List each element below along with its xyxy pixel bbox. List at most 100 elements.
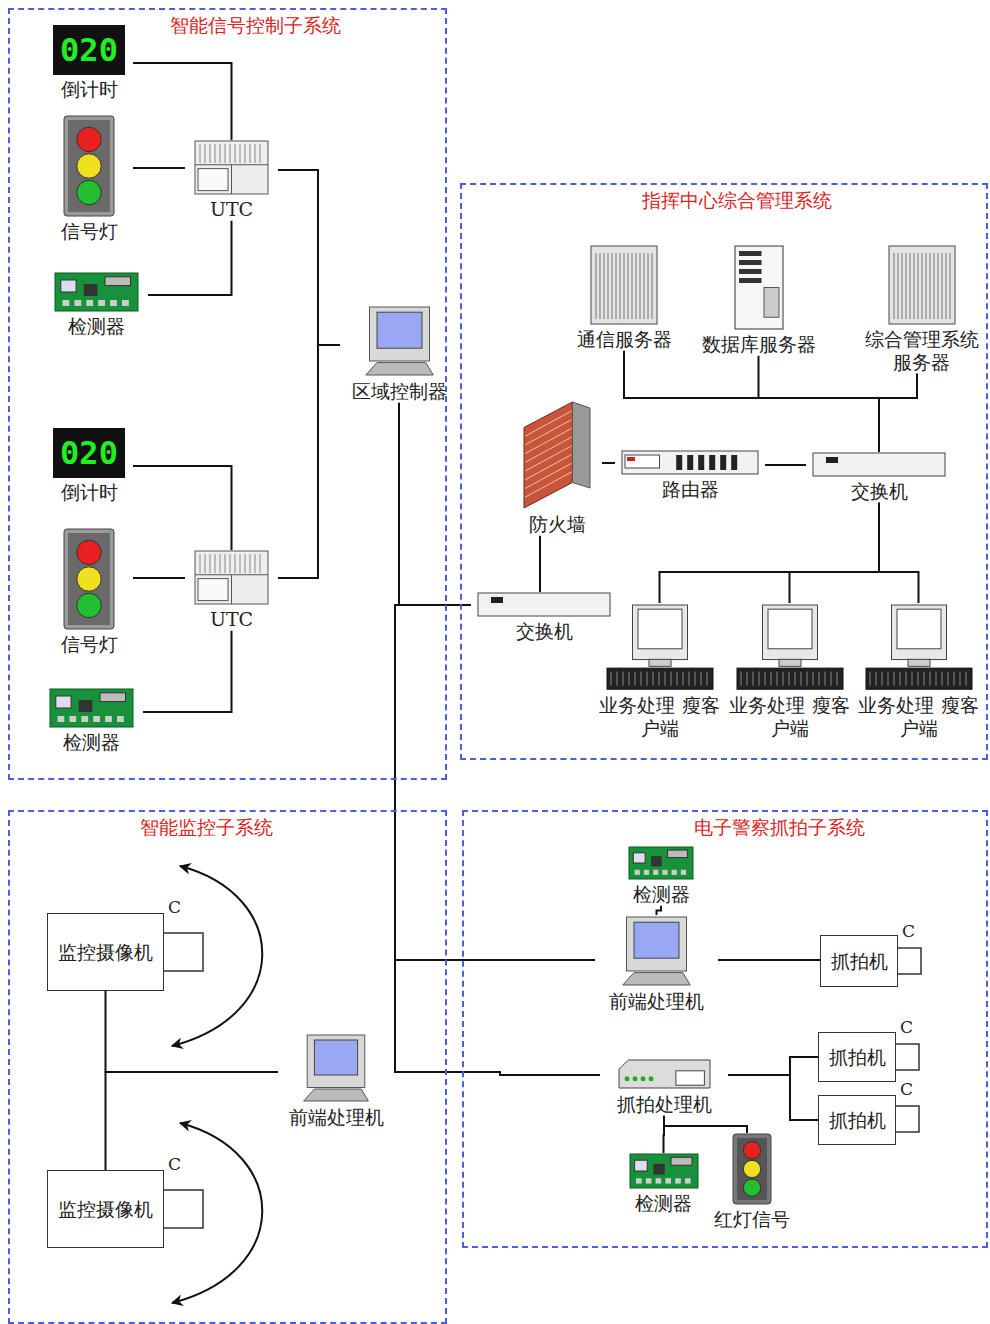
device-node: 数据库服务器 <box>692 245 825 356</box>
traffic-light-icon <box>63 528 115 630</box>
device-node: 检测器 <box>40 688 143 754</box>
device-node: 区域控制器 <box>340 305 458 403</box>
device-label: UTC <box>185 198 278 221</box>
connector <box>660 503 880 603</box>
device-node: 前端处理机 <box>595 915 718 1013</box>
device-label: 前端处理机 <box>595 990 718 1013</box>
device-node: 020 倒计时 <box>45 25 133 101</box>
device-node: 综合管理系统 服务器 <box>855 245 988 374</box>
connector <box>765 464 806 466</box>
device-node: 信号灯 <box>45 528 133 656</box>
capture-processor-icon <box>617 1058 712 1090</box>
device-label: 通信服务器 <box>565 328 683 351</box>
device-label: 检测器 <box>612 883 710 906</box>
device-label: 检测器 <box>45 315 148 338</box>
device-icon <box>629 1153 699 1189</box>
connector <box>106 1072 279 1170</box>
countdown-display: 020 <box>53 25 125 75</box>
group-title: 电子警察抓拍子系统 <box>694 816 865 839</box>
camera-box: 监控摄像机 <box>47 1170 164 1248</box>
device-label: 交换机 <box>806 480 952 503</box>
device-icon <box>734 245 784 330</box>
device-icon <box>54 272 139 312</box>
device-node: 检测器 <box>612 1153 715 1215</box>
utc-icon <box>194 550 269 605</box>
device-icon <box>362 305 437 377</box>
device-icon <box>590 245 658 325</box>
device-node: 业务处理 瘦客户端 <box>857 603 980 740</box>
device-label: 数据库服务器 <box>692 333 825 356</box>
device-node: 交换机 <box>806 452 952 503</box>
device-label: 信号灯 <box>45 633 133 656</box>
switch-icon <box>477 592 611 617</box>
thin-client-icon <box>605 603 715 691</box>
device-label: 防火墙 <box>512 513 602 536</box>
connector <box>539 536 541 592</box>
sweep-arc <box>172 866 262 1303</box>
device-icon <box>63 528 115 630</box>
device-node: 检测器 <box>612 846 710 906</box>
connector <box>278 170 340 345</box>
device-icon <box>812 452 946 477</box>
thin-client-icon <box>735 603 845 691</box>
device-icon <box>63 115 115 217</box>
camera-tag: C <box>168 898 181 917</box>
device-icon <box>617 1058 712 1090</box>
device-label: 路由器 <box>615 478 765 501</box>
device-node: 020 倒计时 <box>45 428 133 504</box>
camera-tag: C <box>900 1080 913 1099</box>
device-label: 业务处理 瘦客户端 <box>857 694 980 740</box>
computer-icon <box>362 305 437 377</box>
detector-icon <box>54 272 139 312</box>
device-node: 防火墙 <box>512 400 602 536</box>
device-node: UTC <box>185 140 278 221</box>
red-light-icon <box>732 1133 772 1205</box>
device-node: 信号灯 <box>45 115 133 243</box>
database-server-icon <box>734 245 784 330</box>
camera-box: 抓拍机 <box>818 1095 896 1145</box>
device-icon <box>605 603 715 691</box>
connector <box>728 1075 818 1120</box>
device-node: 前端处理机 <box>278 1033 394 1129</box>
connector <box>148 221 232 295</box>
connector <box>718 959 820 961</box>
connector <box>624 351 879 452</box>
camera-tag: C <box>900 1018 913 1037</box>
device-icon <box>194 140 269 195</box>
detector-icon <box>49 688 134 728</box>
device-node: 检测器 <box>45 272 148 338</box>
device-icon <box>732 1133 772 1205</box>
device-label: 抓拍机 <box>831 950 888 973</box>
connector <box>133 466 232 550</box>
device-icon <box>621 450 759 475</box>
device-label: 监控摄像机 <box>58 1198 153 1221</box>
connector <box>879 503 919 603</box>
detector-icon <box>628 846 694 880</box>
device-label: 倒计时 <box>45 481 133 504</box>
device-icon <box>864 603 974 691</box>
device-node: 路由器 <box>615 450 765 501</box>
device-label: 交换机 <box>471 620 617 643</box>
camera-lens <box>163 933 921 1228</box>
device-label: 业务处理 瘦客户端 <box>598 694 721 740</box>
detector-icon <box>629 1153 699 1189</box>
camera-box: 监控摄像机 <box>47 913 164 991</box>
device-label: 业务处理 瘦客户端 <box>728 694 851 740</box>
utc-icon <box>194 140 269 195</box>
device-label: 抓拍处理机 <box>600 1093 728 1116</box>
device-label: 红灯信号 <box>700 1208 803 1231</box>
device-label: 区域控制器 <box>340 380 458 403</box>
device-label: 倒计时 <box>45 78 133 101</box>
subsystem-group: 智能监控子系统监控摄像机前端处理机监控摄像机 <box>8 810 447 1324</box>
firewall-icon <box>522 400 592 510</box>
countdown-digits: 020 <box>60 437 118 469</box>
group-title: 智能监控子系统 <box>140 816 273 839</box>
group-title: 智能信号控制子系统 <box>170 14 341 37</box>
thin-client-icon <box>864 603 974 691</box>
connector <box>657 906 662 915</box>
device-icon <box>300 1033 372 1103</box>
device-node: 抓拍处理机 <box>600 1058 728 1116</box>
subsystem-group: 智能信号控制子系统020倒计时信号灯UTC检测器区域控制器020倒计时信号灯UT… <box>8 8 447 780</box>
device-icon <box>619 915 694 987</box>
